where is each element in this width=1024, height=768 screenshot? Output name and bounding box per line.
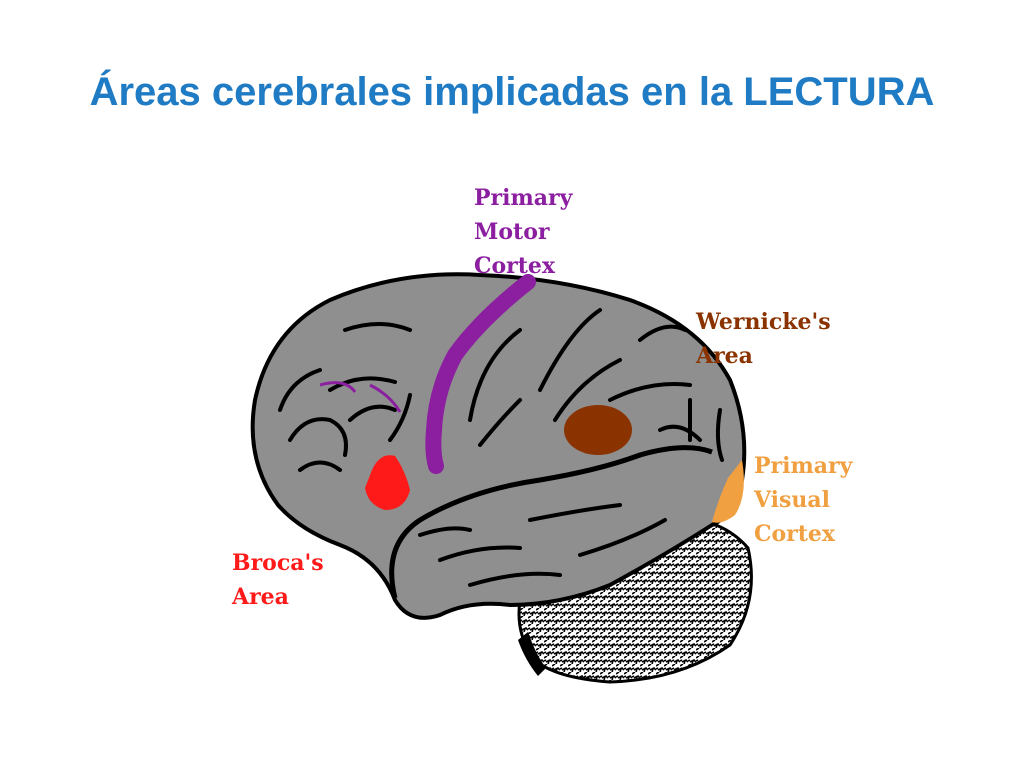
primary-motor-cortex-region [425,274,536,474]
label-brocas-area: Broca's Area [232,550,324,610]
label-primary-motor-cortex: Primary Motor Cortex [474,185,573,279]
label-wernickes-area: Wernicke's Area [696,309,831,369]
temporal-lobe-outline [389,445,713,599]
label-primary-visual-cortex: Primary Visual Cortex [754,453,853,547]
primary-visual-cortex-region [712,460,744,523]
motor-precentral-lines [319,381,402,413]
wernickes-area-region [564,405,632,455]
brocas-area-region [365,455,410,510]
slide-title: Áreas cerebrales implicadas en la LECTUR… [89,70,935,114]
sulci [278,308,724,587]
brain-stem [518,632,546,676]
